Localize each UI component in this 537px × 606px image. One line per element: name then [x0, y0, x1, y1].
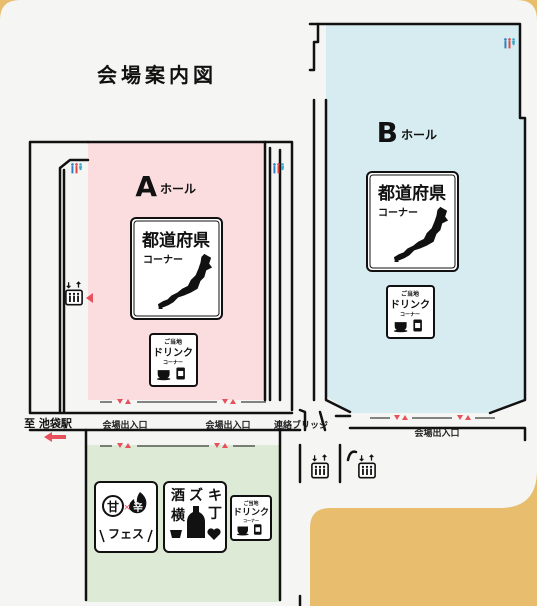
sake-yokocho-corner[interactable]: 酒 ズ キ 横 丁 [163, 481, 227, 553]
drink-corner-a-l3: コーナー [163, 360, 183, 366]
drink-corner-b-l1: ご当地 [401, 290, 419, 298]
heart-icon [207, 528, 221, 540]
drink-corner-food[interactable]: ご当地 ドリンク コーナー [230, 495, 272, 541]
amakara-label: フェス [108, 527, 144, 541]
hall-a-suffix: ホール [160, 182, 196, 196]
drink-corner-a-l1: ご当地 [164, 338, 182, 346]
hall-b-suffix: ホール [401, 128, 437, 142]
drink-corner-b-l2: ドリンク [390, 299, 430, 311]
sake-char-4: 横 [171, 507, 186, 524]
drink-corner-food-l3: コーナー [243, 517, 259, 523]
prefecture-corner-a-sub: コーナー [143, 254, 183, 266]
drink-corner-food-l2: ドリンク [233, 507, 269, 518]
hall-a-letter: A [135, 170, 157, 203]
hall-b-letter: B [377, 116, 398, 149]
bridge-label: 連絡ブリッジ [274, 419, 328, 431]
cross-char: × [123, 503, 131, 513]
prefecture-corner-a[interactable]: 都道府県 コーナー [130, 217, 223, 320]
map-title: 会場案内図 [97, 63, 217, 87]
prefecture-corner-b-title: 都道府県 [377, 183, 446, 204]
sake-char-1: 酒 [171, 488, 185, 504]
prefecture-corner-b-sub: コーナー [378, 207, 418, 219]
drink-corner-b-l3: コーナー [400, 312, 420, 318]
arrow-icon [44, 293, 471, 448]
entrance-label-left: 会場出入口 [102, 419, 147, 431]
entrance-label-b: 会場出入口 [414, 427, 459, 439]
spicy-char: 辛 [133, 501, 143, 514]
drink-corner-food-l1: ご当地 [243, 500, 258, 507]
passage-lines [100, 401, 495, 447]
sake-char-2: ズ [189, 487, 203, 504]
prefecture-corner-b[interactable]: 都道府県 コーナー [366, 171, 459, 272]
walls [28, 22, 527, 606]
sake-char-5: 丁 [208, 506, 222, 522]
prefecture-corner-a-title: 都道府県 [141, 230, 210, 251]
sake-bottle-icon [187, 506, 205, 538]
amakara-fes-corner[interactable]: 甘 × 辛 フェス [94, 481, 158, 553]
drink-corner-a[interactable]: ご当地 ドリンク コーナー [149, 333, 198, 387]
entrance-label-mid: 会場出入口 [205, 419, 250, 431]
sake-cup-icon [170, 530, 182, 538]
station-label: 至 池袋駅 [24, 416, 72, 430]
drink-corner-a-l2: ドリンク [153, 347, 193, 359]
drink-corner-b[interactable]: ご当地 ドリンク コーナー [386, 285, 435, 339]
sake-char-3: キ [208, 488, 222, 504]
sweet-char: 甘 [107, 499, 119, 514]
